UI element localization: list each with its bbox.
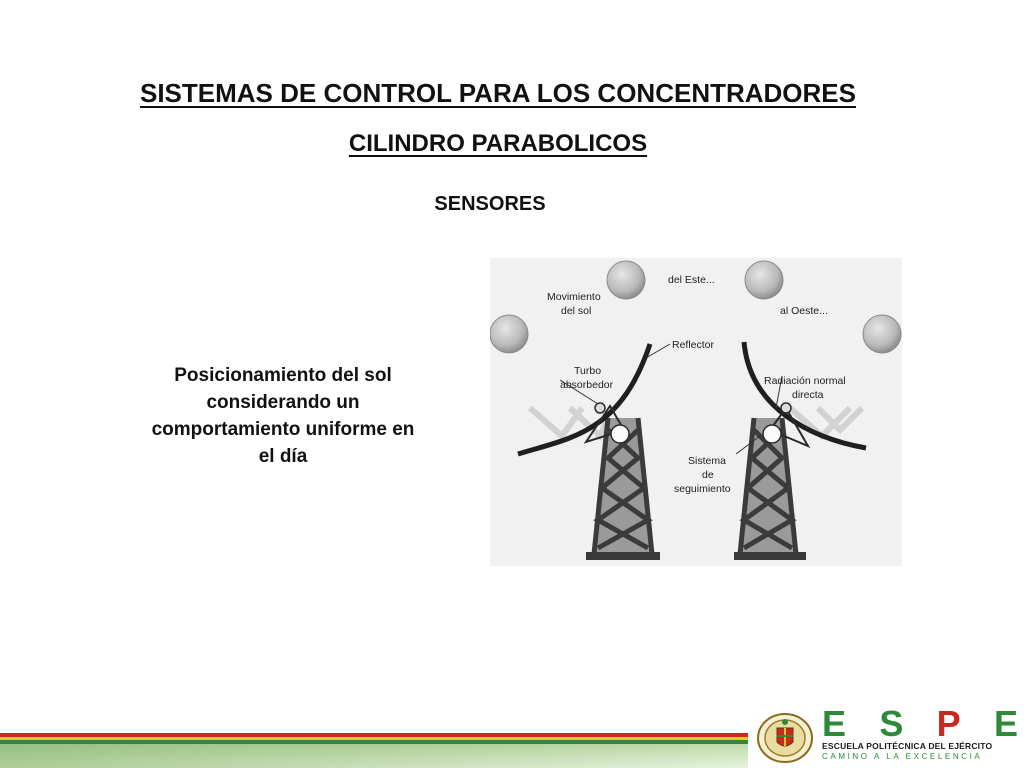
description-text: Posicionamiento del sol considerando un … (151, 365, 415, 467)
institution-name: ESCUELA POLITÉCNICA DEL EJÉRCITO (822, 741, 993, 751)
sun-icon (606, 260, 646, 300)
sun-tracking-diagram: del Este... Movimiento del sol al Oeste.… (490, 258, 902, 566)
label-sistema-2: de (702, 469, 714, 481)
label-movimiento-2: del sol (561, 305, 591, 317)
footer-band-shade (0, 744, 748, 768)
label-turbo-2: absorbedor (560, 379, 614, 391)
left-reflector (517, 343, 653, 457)
label-reflector: Reflector (672, 339, 715, 351)
espe-letter: E (993, 703, 1018, 744)
institution-motto: CAMINO A LA EXCELENCIA (822, 752, 983, 761)
label-al-oeste: al Oeste... (780, 305, 828, 317)
label-radiacion-2: directa (792, 389, 824, 401)
sun-icon (744, 260, 784, 300)
label-sistema-1: Sistema (688, 455, 726, 467)
espe-letter: E (822, 703, 847, 744)
footer-stripe-green (0, 740, 748, 744)
sun-icon (490, 314, 529, 354)
left-absorber-icon (594, 402, 606, 414)
right-tower (734, 417, 806, 560)
slide-title-line-1: SISTEMAS DE CONTROL PARA LOS CONCENTRADO… (139, 78, 856, 108)
label-radiacion-1: Radiación normal (764, 375, 846, 387)
espe-letter: S (879, 703, 904, 744)
leader-lines (559, 343, 783, 455)
footer-stripe-red (0, 733, 748, 737)
left-absorber-support (583, 404, 626, 444)
espe-logo-letters: E S P E (822, 706, 1018, 742)
label-del-este: del Este... (668, 274, 715, 286)
section-subtitle: SENSORES (434, 193, 546, 215)
right-reflector (741, 341, 867, 451)
right-absorber-icon (780, 402, 792, 414)
right-absorber-support (768, 406, 811, 449)
diagram-background (490, 258, 902, 566)
label-sistema-3: seguimiento (674, 483, 731, 495)
slide-title-line-2: CILINDRO PARABOLICOS (348, 130, 648, 157)
label-movimiento-1: Movimiento (547, 291, 601, 303)
footer-stripe-yellow (0, 737, 748, 740)
espe-letter: P (936, 703, 961, 744)
espe-crest-icon (757, 713, 813, 763)
label-turbo-1: Turbo (574, 365, 601, 377)
left-tower (586, 417, 660, 560)
right-pivot-icon (762, 424, 782, 444)
left-pivot-icon (610, 424, 630, 444)
sun-icon (862, 314, 902, 354)
